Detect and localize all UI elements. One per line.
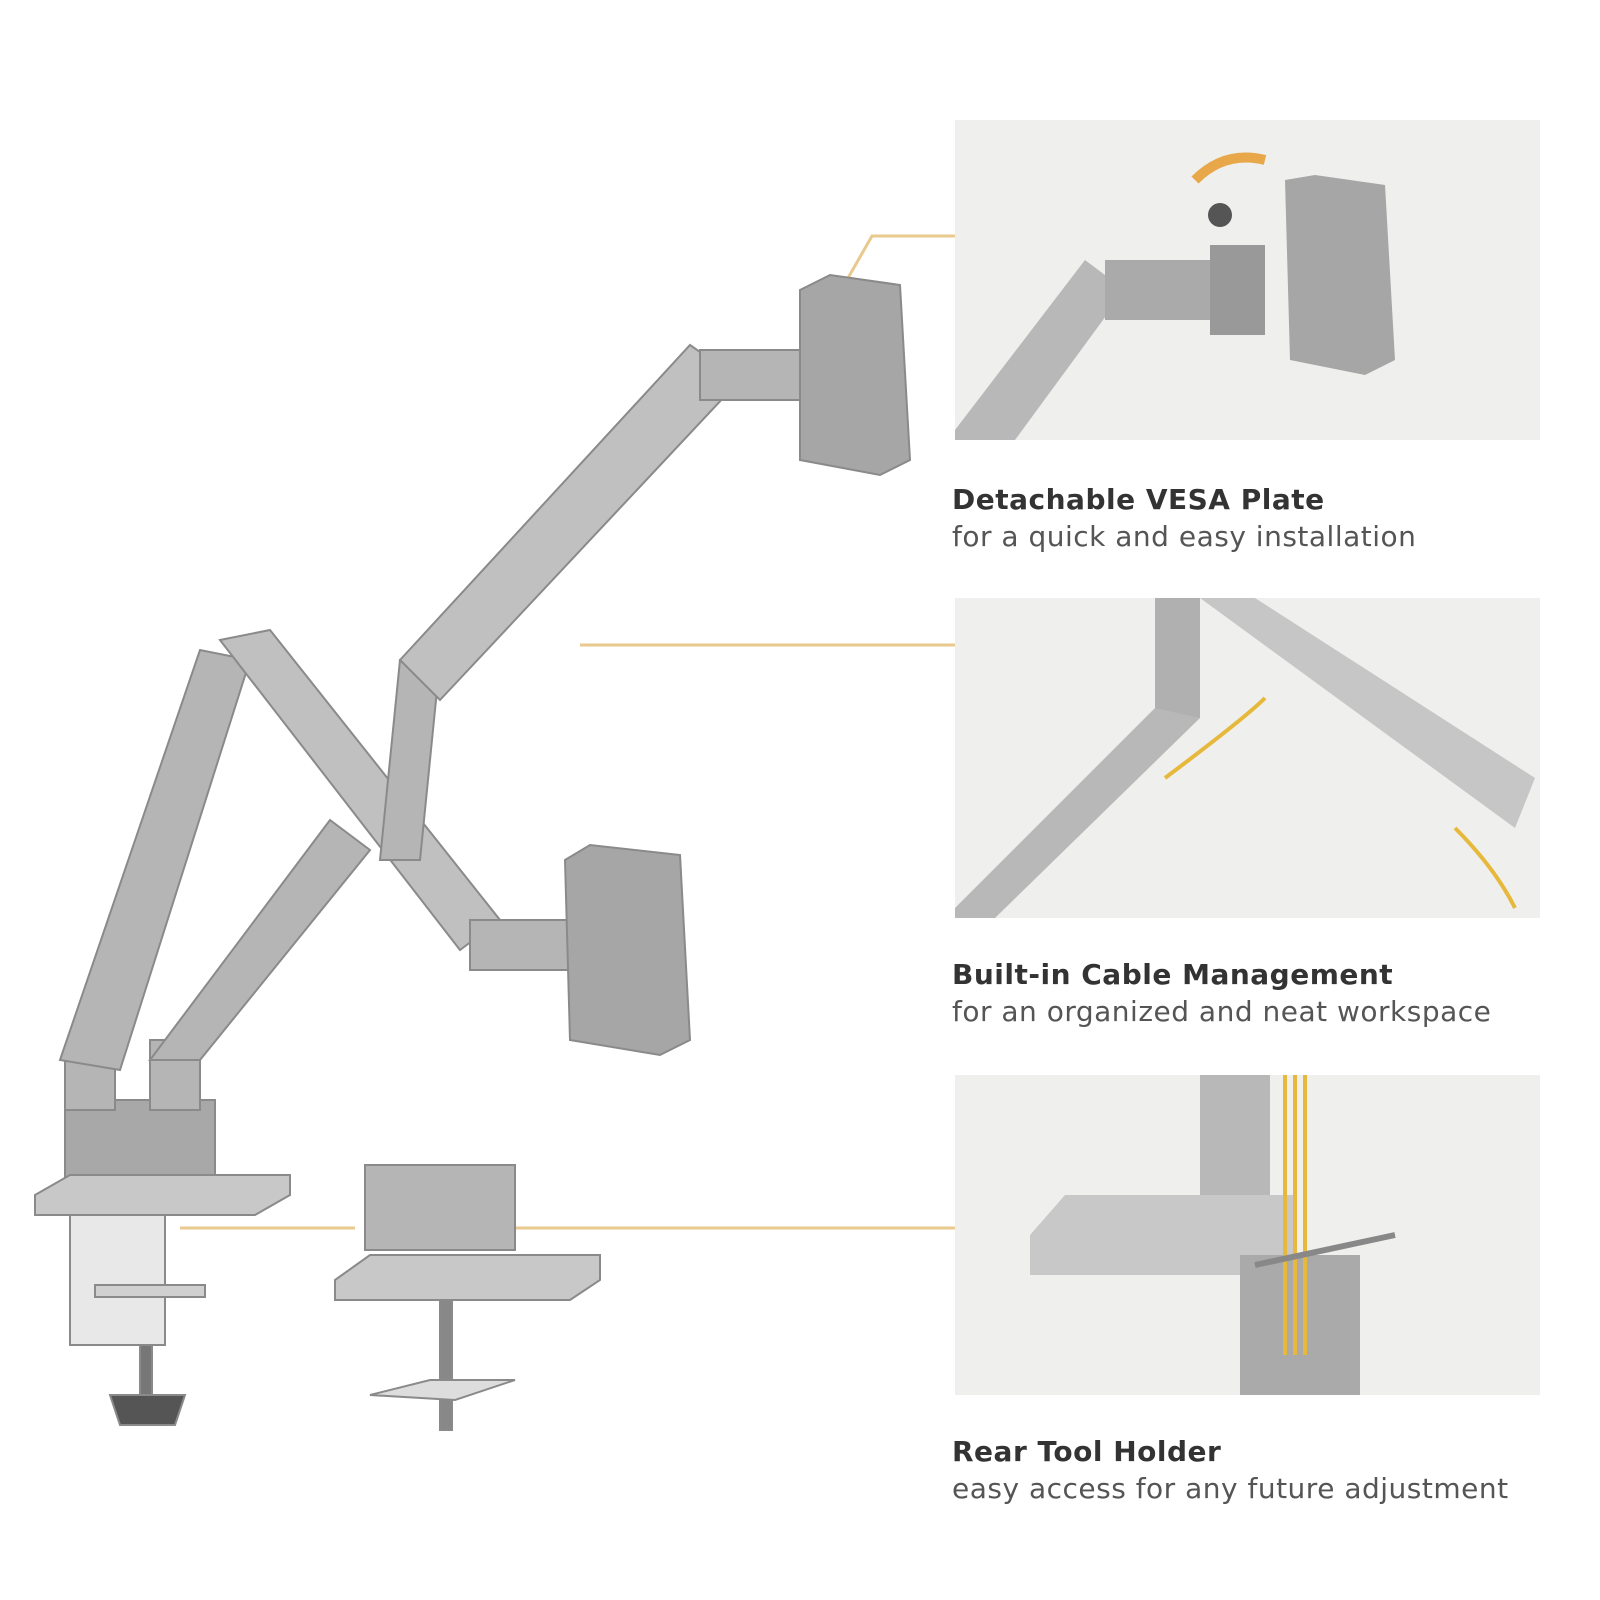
vesa-plate-detail-image — [955, 120, 1540, 440]
rear-tool-holder-detail-image — [955, 1075, 1540, 1395]
tool-holder-drawing — [1030, 1075, 1396, 1395]
feature-title: Built-in Cable Management — [952, 958, 1394, 991]
feature-subtitle: for an organized and neat workspace — [952, 995, 1492, 1028]
feature-title: Rear Tool Holder — [952, 1435, 1222, 1468]
feature-caption-tool-holder: Rear Tool Holder easy access for any fut… — [952, 1435, 1509, 1505]
cable-management-detail-image — [955, 598, 1540, 918]
callout-lines — [180, 234, 955, 1230]
feature-subtitle: for a quick and easy installation — [952, 520, 1417, 553]
feature-title: Detachable VESA Plate — [952, 483, 1325, 516]
feature-caption-vesa: Detachable VESA Plate for a quick and ea… — [952, 483, 1416, 553]
feature-subtitle: easy access for any future adjustment — [952, 1472, 1509, 1505]
vesa-plate-drawing — [955, 152, 1395, 440]
monitor-arm — [34, 273, 912, 1431]
feature-caption-cable: Built-in Cable Management for an organiz… — [952, 958, 1491, 1028]
cable-management-drawing — [955, 598, 1535, 918]
